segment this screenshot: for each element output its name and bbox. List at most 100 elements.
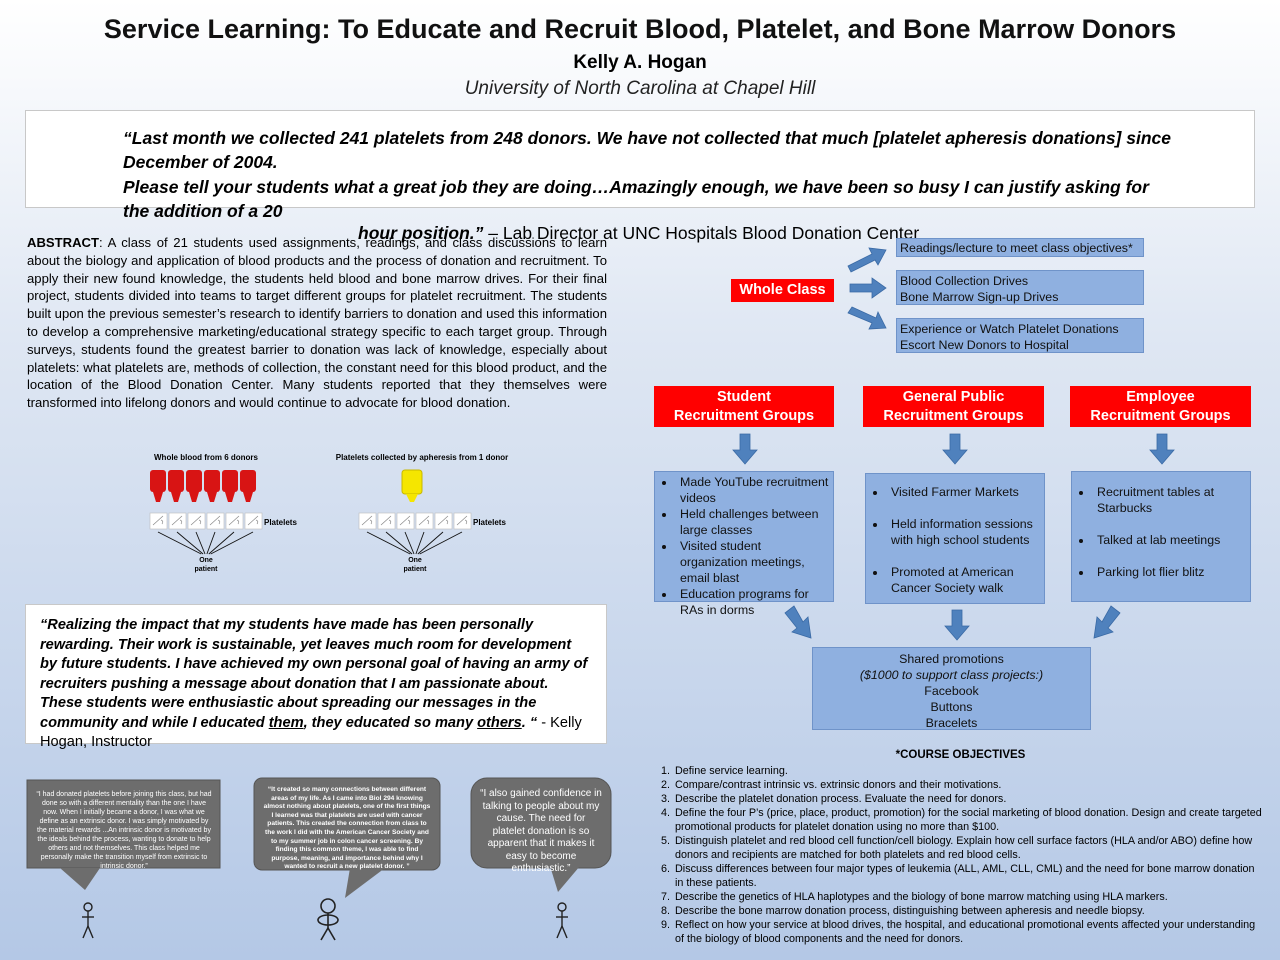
arrow-line [419,531,463,555]
author-name: Kelly A. Hogan [573,52,707,73]
platelet-unit-mark [247,515,259,526]
employee-item: Parking lot flier blitz [1093,564,1246,580]
blood-bag [240,470,256,492]
objective-item: Compare/contrast intrinsic vs. extrinsic… [673,778,1263,792]
platelet-unit-mark [152,515,164,526]
arrow-down-student [732,433,758,465]
blood-bag-tip [171,492,181,502]
student-items-box: Made YouTube recruitment videos Held cha… [654,471,834,617]
bubble-1-shape [26,779,221,869]
blood-bag-tip [243,492,253,502]
instructor-quote-them: them [268,714,304,731]
employee-groups-title-2: Recruitment Groups [1090,408,1231,424]
objective-item: Define service learning. [673,764,1263,778]
top-quote-line-3: Please tell your students what a great j… [123,177,1149,197]
blood-bag [150,470,166,492]
top-quote-line-2: December of 2004. [123,152,278,172]
bubble-3-tail [550,866,580,892]
blood-bag-tip [153,492,163,502]
arrow-line [208,531,235,555]
objective-item: Describe the platelet donation process. … [673,792,1263,806]
whole-blood-bags [150,470,256,502]
platelet-unit-mark [399,515,411,526]
arrow-line [404,531,415,555]
platelet-bag [401,469,423,502]
top-quote-line-1: “Last month we collected 241 platelets f… [123,128,1171,148]
public-groups-title-2: Recruitment Groups [883,408,1024,424]
whole-blood-title: Whole blood from 6 donors [154,453,259,462]
platelet-unit [149,512,168,530]
blood-bag [222,470,238,492]
public-items-box: Visited Farmer Markets Held information … [865,473,1045,604]
platelet-unit-mark [380,515,392,526]
platelet-unit-mark [228,515,240,526]
employee-items-box: Recruitment tables at Starbucks Talked a… [1071,471,1251,602]
arrow-student-to-shared [784,605,812,639]
arrow-line [385,531,413,555]
shared-line-2: ($1000 to support class projects:) [859,668,1044,682]
drives-box: Blood Collection Drives Bone Marrow Sign… [896,270,1144,305]
flow-arrows [732,247,1175,641]
donation-graphic-svg: Whole blood from 6 donors Platelets coll… [149,453,508,573]
blood-bag [204,470,220,492]
blood-bag [168,470,184,492]
platelet-unit [358,512,377,530]
top-quote-end: hour position.” [358,223,484,243]
arrow-public-to-shared [944,609,970,641]
instructor-quote-others: others [477,714,522,731]
platelets-label-right: Platelets [473,518,506,527]
poster-title: Service Learning: To Educate and Recruit… [103,14,1177,44]
blood-bag-tip [207,492,217,502]
abstract: ABSTRACT: A class of 21 students used as… [27,234,607,412]
student-quote-1: “I had donated platelets before joining … [36,791,212,870]
readings-box: Readings/lecture to meet class objective… [896,238,1144,257]
bubble-2-shape [253,777,441,871]
student-groups-header: Student Recruitment Groups [654,386,834,427]
objective-item: Discuss differences between four major t… [673,862,1263,890]
experience-line-2: Escort New Donors to Hospital [900,338,1069,352]
stick-figure-1 [82,902,94,939]
platelet-unit [415,512,434,530]
arrow-to-experience [847,306,887,330]
stick-figure-2 [317,898,339,941]
objective-item: Describe the bone marrow donation proces… [673,904,1263,918]
shared-line-1: Shared promotions [899,652,1004,666]
arrow-line [415,531,425,555]
patient-label-right-2: patient [404,566,428,573]
arrow-line [206,531,216,555]
platelet-unit [377,512,396,530]
objective-item: Describe the genetics of HLA haplotypes … [673,890,1263,904]
employee-groups-header: Employee Recruitment Groups [1070,386,1251,427]
experience-line-1: Experience or Watch Platelet Donations [900,322,1119,336]
employee-item: Talked at lab meetings [1093,532,1246,548]
course-objectives: *COURSE OBJECTIVES Define service learni… [658,748,1263,946]
arrow-line [417,531,444,555]
student-quote-3: “I also gained confidence in talking to … [480,788,602,874]
instructor-quote-text-3: . “ [521,714,538,731]
public-groups-title-1: General Public [902,389,1005,405]
student-quote-2: “It created so many connections between … [263,786,431,871]
shared-line-3: Facebook [924,684,979,698]
donation-graphic: Whole blood from 6 donors Platelets coll… [140,450,520,580]
top-quote-line-5: hour position.” – Lab Director at UNC Ho… [358,223,919,244]
platelet-unit-mark [361,515,373,526]
drives-line-2: Bone Marrow Sign-up Drives [900,290,1059,304]
platelet-unit [206,512,225,530]
instructor-quote: “Realizing the impact that my students h… [25,604,607,750]
arrow-line [176,531,204,555]
platelets-label-left: Platelets [264,518,297,527]
student-groups-title-2: Recruitment Groups [673,408,815,424]
student-item: Made YouTube recruitment videos [676,474,829,506]
objectives-list: Define service learning. Compare/contras… [658,764,1263,946]
whole-class-box: Whole Class [731,279,834,302]
arrow-line [366,531,411,555]
platelet-unit [187,512,206,530]
student-groups-title-1: Student [717,389,771,405]
platelet-unit-mark [437,515,449,526]
experience-box: Experience or Watch Platelet Donations E… [896,318,1144,353]
objective-item: Define the four P’s (price, place, produ… [673,806,1263,834]
arrow-down-employee [1149,433,1175,465]
abstract-label: ABSTRACT [27,235,100,250]
drives-line-1: Blood Collection Drives [900,274,1029,288]
objective-item: Distinguish platelet and red blood cell … [673,834,1263,862]
